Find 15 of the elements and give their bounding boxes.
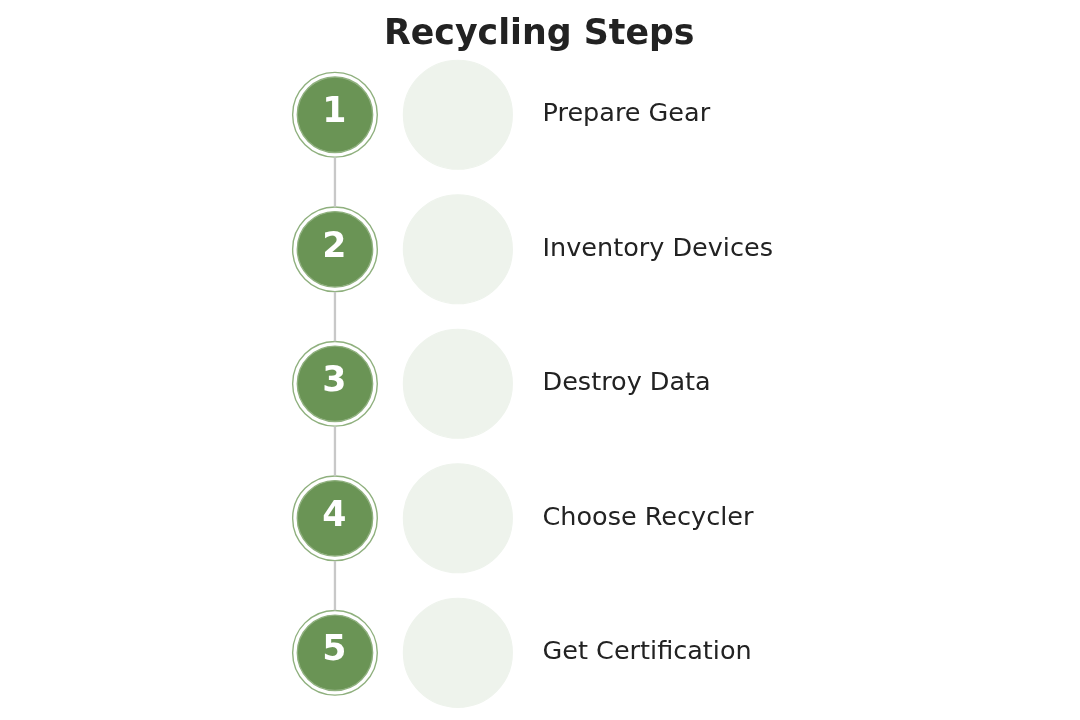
connector xyxy=(333,560,336,611)
node-label: Destroy Data xyxy=(542,366,711,397)
node-circle: 3 xyxy=(291,340,378,427)
node-label: Inventory Devices xyxy=(542,231,773,262)
node-label: Choose Recycler xyxy=(542,500,753,531)
node-circle: 4 xyxy=(291,475,378,562)
node-circle: 1 xyxy=(291,71,378,158)
node-label: Get Certification xyxy=(542,635,752,666)
connector xyxy=(333,426,336,476)
node-circle: 2 xyxy=(291,206,378,293)
connector xyxy=(333,291,336,342)
node-label: Prepare Gear xyxy=(542,97,710,128)
connector xyxy=(333,157,336,207)
node-circle: 5 xyxy=(291,609,378,696)
diagram-title: Recycling Steps xyxy=(383,12,695,53)
